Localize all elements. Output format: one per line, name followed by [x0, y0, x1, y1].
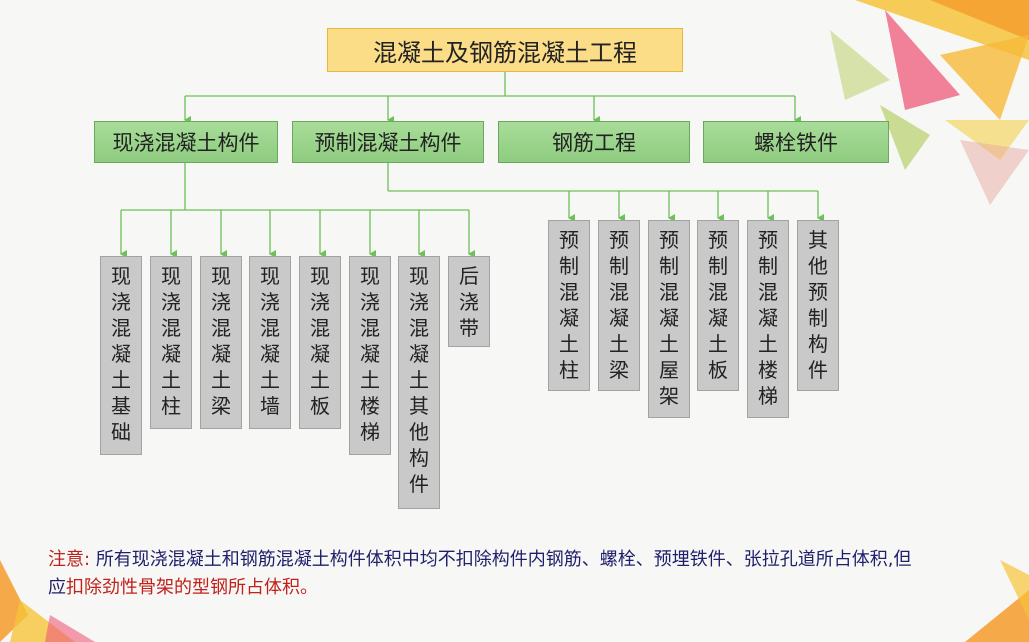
leaf-label: 现浇混凝土基础: [111, 264, 131, 444]
leaf-label: 现浇混凝土墙: [260, 264, 280, 418]
leaf-label: 现浇混凝土楼梯: [360, 264, 380, 444]
category-bolts-iron: 螺栓铁件: [703, 121, 889, 163]
root-node: 混凝土及钢筋混凝土工程: [327, 28, 683, 72]
category-cast-in-place: 现浇混凝土构件: [94, 121, 278, 163]
leaf-cast-stairs: 现浇混凝土楼梯: [349, 256, 391, 455]
leaf-label: 现浇混凝土板: [310, 264, 330, 418]
leaf-label: 预制混凝土楼梯: [758, 228, 778, 408]
note-text: 所有现浇混凝土和钢筋混凝土构件体积中均不扣除构件内钢筋、螺栓、预埋铁件、张拉孔道…: [48, 549, 912, 598]
leaf-cast-other: 现浇混凝土其他构件: [398, 256, 440, 509]
note-paragraph: 注意: 所有现浇混凝土和钢筋混凝土构件体积中均不扣除构件内钢筋、螺栓、预埋铁件、…: [48, 546, 928, 602]
leaf-post-cast-strip: 后浇带: [448, 256, 490, 347]
leaf-precast-beam: 预制混凝土梁: [598, 220, 640, 391]
leaf-label: 预制混凝土板: [708, 228, 728, 382]
leaf-label: 预制混凝土屋架: [659, 228, 679, 408]
note-highlight: 扣除劲性骨架的型钢所占体积。: [66, 577, 318, 598]
category-rebar: 钢筋工程: [498, 121, 690, 163]
leaf-precast-other: 其他预制构件: [797, 220, 839, 391]
leaf-cast-slab: 现浇混凝土板: [299, 256, 341, 429]
leaf-cast-wall: 现浇混凝土墙: [249, 256, 291, 429]
leaf-precast-slab: 预制混凝土板: [697, 220, 739, 391]
leaf-precast-stairs: 预制混凝土楼梯: [747, 220, 789, 418]
leaf-label: 预制混凝土柱: [559, 228, 579, 382]
leaf-label: 预制混凝土梁: [609, 228, 629, 382]
leaf-cast-foundation: 现浇混凝土基础: [100, 256, 142, 455]
leaf-precast-truss: 预制混凝土屋架: [648, 220, 690, 418]
leaf-label: 现浇混凝土其他构件: [409, 264, 429, 496]
leaf-label: 现浇混凝土柱: [161, 264, 181, 418]
category-precast: 预制混凝土构件: [292, 121, 484, 163]
leaf-label: 现浇混凝土梁: [211, 264, 231, 418]
leaf-precast-column: 预制混凝土柱: [548, 220, 590, 391]
note-label: 注意:: [48, 549, 91, 570]
leaf-label: 其他预制构件: [808, 228, 828, 382]
leaf-cast-column: 现浇混凝土柱: [150, 256, 192, 429]
leaf-label: 后浇带: [459, 264, 479, 340]
leaf-cast-beam: 现浇混凝土梁: [200, 256, 242, 429]
